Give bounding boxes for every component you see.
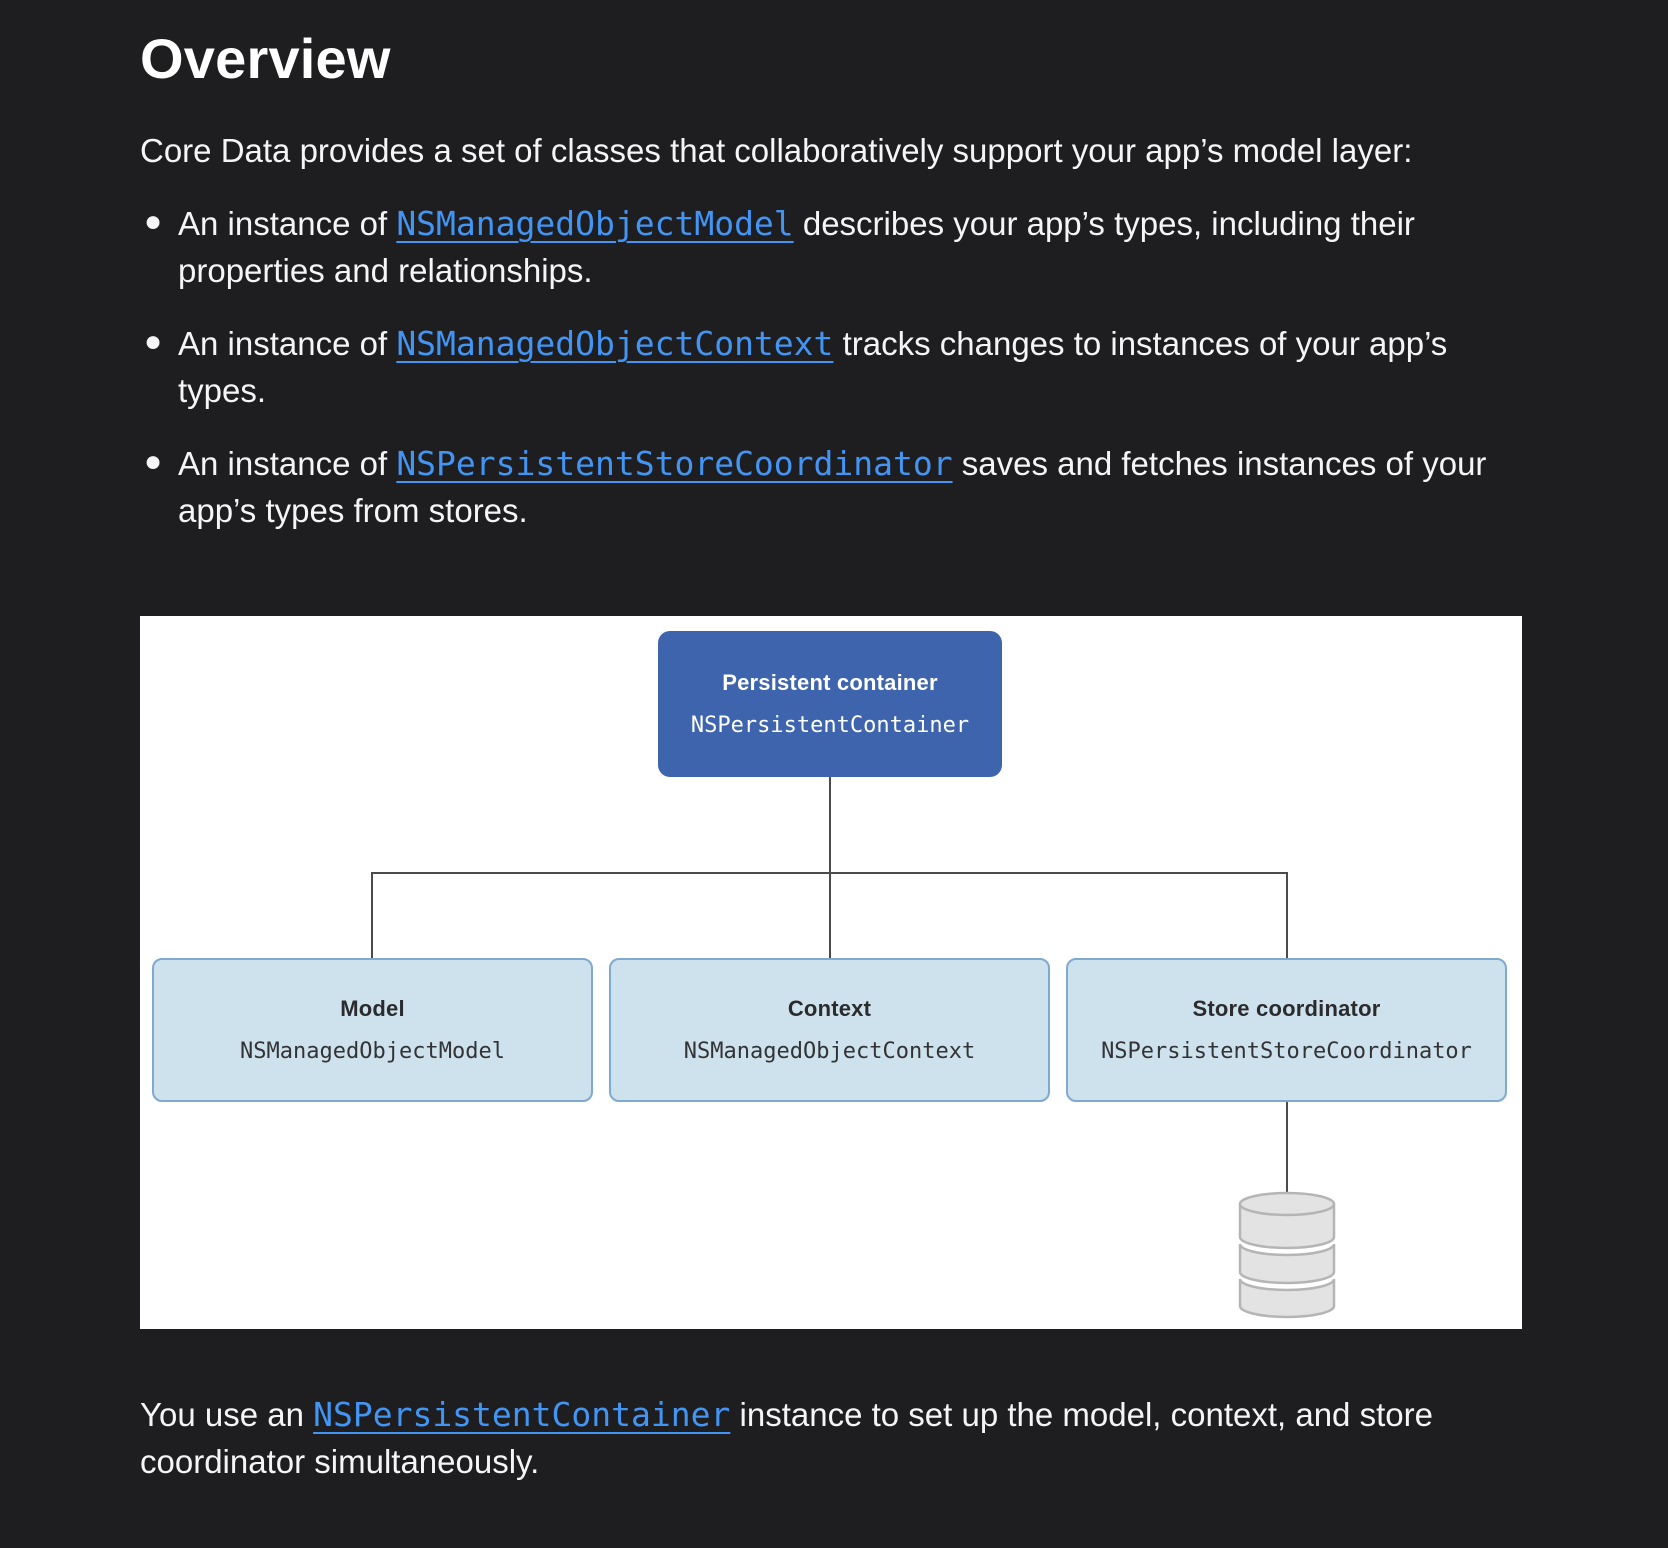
node-code-label: NSPersistentContainer — [690, 713, 970, 738]
list-item-text-pre: An instance of — [178, 445, 397, 482]
list-item-text-post: describes your app’s types, including th… — [178, 205, 1415, 289]
connector-line — [1286, 1102, 1288, 1194]
list-item-text-pre: An instance of — [178, 325, 397, 362]
node-title: Store coordinator — [1192, 996, 1381, 1021]
list-item: ● An instance of NSPersistentStoreCoordin… — [140, 440, 1522, 534]
node-title: Context — [787, 996, 872, 1021]
core-data-architecture-diagram: Persistent container NSPersistentContain… — [140, 616, 1522, 1329]
link-nsmanagedobjectmodel[interactable]: NSManagedObjectModel — [396, 204, 794, 243]
connector-line — [371, 872, 373, 958]
link-nspersistentstorecoordinator[interactable]: NSPersistentStoreCoordinator — [396, 444, 953, 483]
intro-paragraph: Core Data provides a set of classes that… — [140, 132, 1413, 169]
list-item: ● An instance of NSManagedObjectContext t… — [140, 320, 1522, 414]
node-code-label: NSManagedObjectContext — [683, 1039, 976, 1064]
bullet-icon: ● — [144, 205, 163, 238]
diagram-node-persistent-container: Persistent container NSPersistentContain… — [658, 631, 1002, 777]
database-cylinder-icon — [1238, 1191, 1336, 1319]
list-item: ● An instance of NSManagedObjectModel des… — [140, 200, 1522, 294]
node-title: Model — [340, 996, 405, 1021]
list-item-text-pre: An instance of — [178, 205, 397, 242]
list-item-text-post: tracks changes to instances of your app’… — [178, 325, 1448, 409]
connector-line — [829, 777, 831, 873]
diagram-node-model: Model NSManagedObjectModel — [152, 958, 593, 1102]
outro-text-post: instance to set up the model, context, a… — [140, 1396, 1433, 1480]
outro-paragraph: You use an NSPersistentContainer instanc… — [140, 1391, 1522, 1485]
overview-section: Overview Core Data provides a set of cla… — [140, 26, 1522, 1485]
connector-line — [829, 872, 831, 958]
list-item-text-post: saves and fetches instances of your app’… — [178, 445, 1487, 529]
node-code-label: NSManagedObjectModel — [240, 1039, 505, 1064]
diagram-node-context: Context NSManagedObjectContext — [609, 958, 1050, 1102]
link-nspersistentcontainer[interactable]: NSPersistentContainer — [313, 1395, 731, 1434]
connector-line — [1286, 872, 1288, 958]
node-title: Persistent container — [722, 670, 938, 695]
page-title: Overview — [140, 27, 391, 90]
outro-text-pre: You use an — [140, 1396, 314, 1433]
link-nsmanagedobjectcontext[interactable]: NSManagedObjectContext — [396, 324, 834, 363]
bullet-icon: ● — [144, 325, 163, 358]
class-list: ● An instance of NSManagedObjectModel des… — [140, 200, 1522, 534]
diagram-node-store-coordinator: Store coordinator NSPersistentStoreCoord… — [1066, 958, 1507, 1102]
node-code-label: NSPersistentStoreCoordinator — [1101, 1039, 1472, 1064]
bullet-icon: ● — [144, 445, 163, 478]
